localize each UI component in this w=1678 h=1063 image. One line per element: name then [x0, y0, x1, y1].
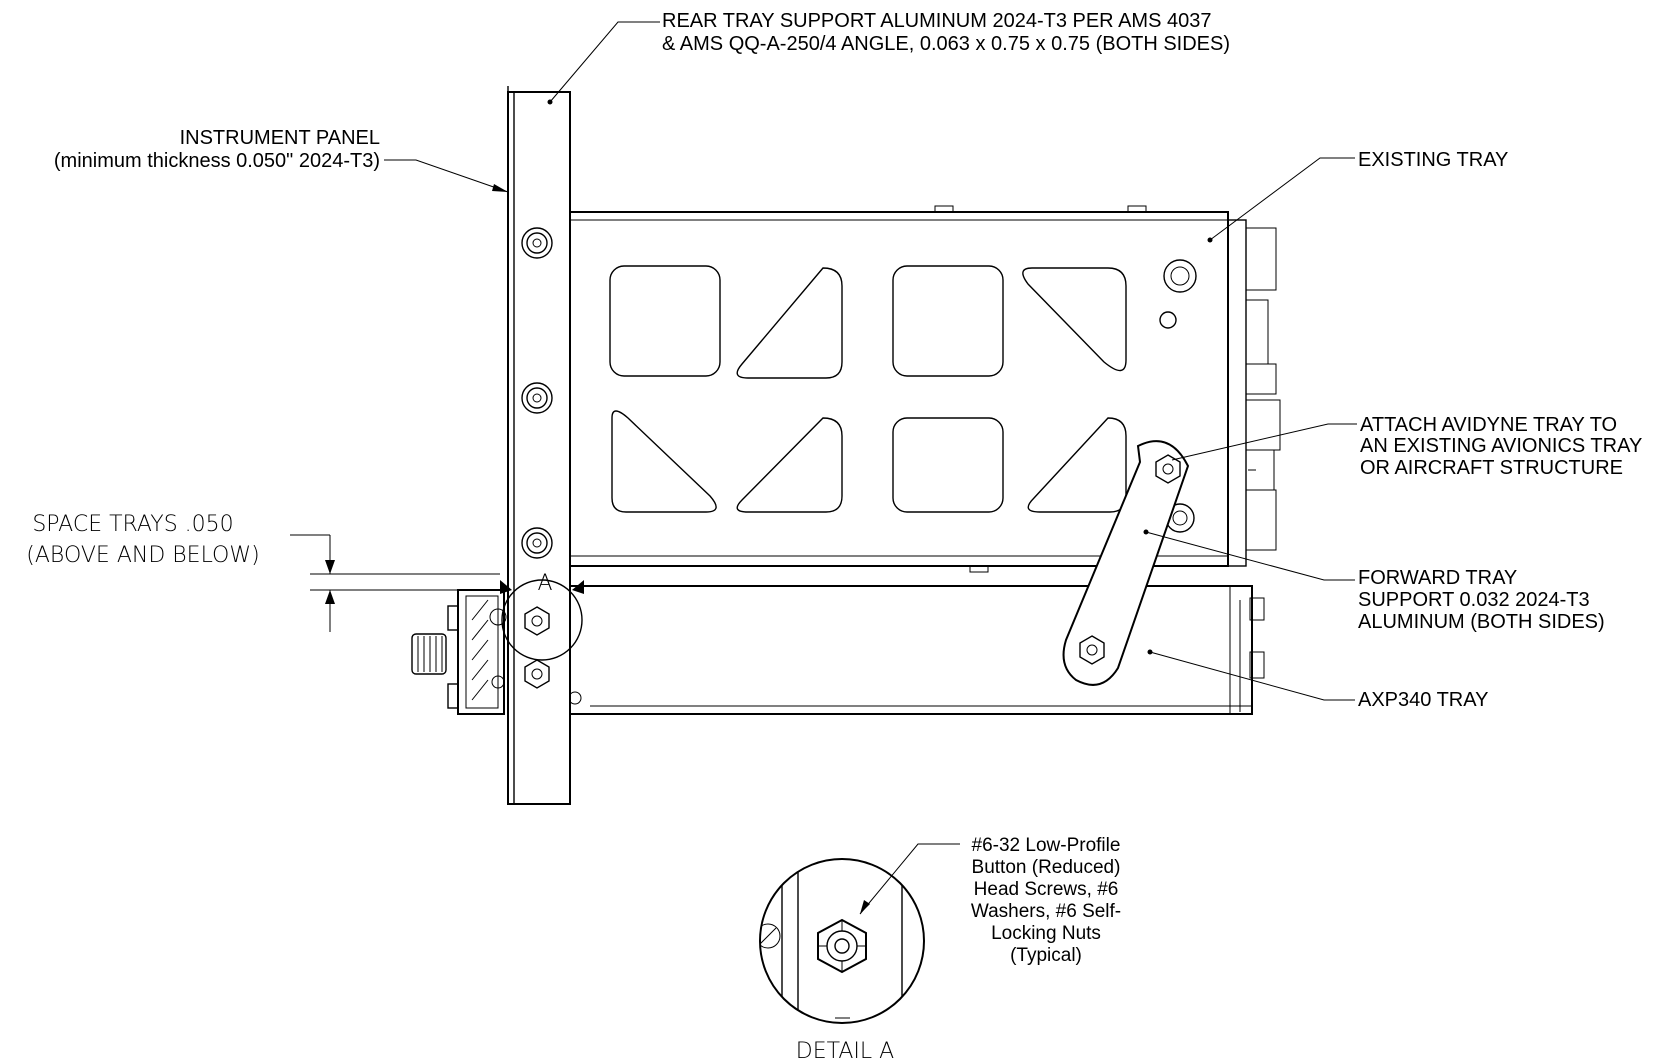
- screw-icon: [521, 382, 553, 414]
- instrument-panel-line1: INSTRUMENT PANEL: [180, 127, 380, 149]
- nut-icon: [817, 918, 867, 974]
- hardware-line3: Head Screws, #6: [974, 879, 1119, 900]
- detail-a-view: DETAIL A: [759, 858, 925, 1063]
- hardware-line4: Washers, #6 Self-: [971, 901, 1121, 922]
- attach-line1: ATTACH AVIDYNE TRAY TO: [1360, 414, 1617, 436]
- rear-support-line1: REAR TRAY SUPPORT ALUMINUM 2024-T3 PER A…: [662, 10, 1211, 32]
- existing-tray: [565, 205, 1281, 573]
- detail-a-letter: A: [537, 571, 552, 596]
- nut-icon: [1079, 635, 1105, 665]
- axp-tray-label: AXP340 TRAY: [1358, 689, 1488, 711]
- hardware-callout: #6-32 Low-Profile Button (Reduced) Head …: [971, 835, 1121, 966]
- rear-support-line2: & AMS QQ-A-250/4 ANGLE, 0.063 x 0.75 x 0…: [662, 33, 1230, 55]
- axp340-tray: [565, 585, 1265, 715]
- instrument-panel: [507, 86, 571, 805]
- forward-tray-support: [1062, 440, 1190, 686]
- forward-support-line2: SUPPORT 0.032 2024-T3: [1358, 589, 1590, 611]
- forward-support-line3: ALUMINUM (BOTH SIDES): [1358, 611, 1605, 633]
- leader-lines: [384, 21, 1357, 915]
- hardware-line6: (Typical): [1010, 945, 1082, 966]
- space-trays-line1: SPACE TRAYS .050: [32, 512, 233, 537]
- instrument-panel-line2: (minimum thickness 0.050" 2024-T3): [54, 150, 380, 172]
- existing-tray-label: EXISTING TRAY: [1358, 149, 1508, 171]
- attach-line3: OR AIRCRAFT STRUCTURE: [1360, 457, 1623, 479]
- hardware-line2: Button (Reduced): [972, 857, 1121, 878]
- hardware-line1: #6-32 Low-Profile: [972, 835, 1121, 856]
- space-trays-dimension: SPACE TRAYS .050 (ABOVE AND BELOW): [26, 512, 500, 632]
- screw-icon: [521, 527, 553, 559]
- nut-icon: [1155, 454, 1181, 484]
- forward-support-line1: FORWARD TRAY: [1358, 567, 1517, 589]
- callout-texts: REAR TRAY SUPPORT ALUMINUM 2024-T3 PER A…: [54, 10, 1642, 711]
- space-trays-line2: (ABOVE AND BELOW): [26, 543, 259, 568]
- attach-line2: AN EXISTING AVIONICS TRAY: [1360, 435, 1642, 457]
- hardware-line5: Locking Nuts: [991, 923, 1101, 944]
- panel-screws: [521, 227, 553, 689]
- detail-a-title: DETAIL A: [796, 1039, 894, 1063]
- nut-icon: [524, 606, 550, 636]
- screw-icon: [521, 227, 553, 259]
- nut-icon: [524, 659, 550, 689]
- detail-a-marker: A: [500, 571, 584, 661]
